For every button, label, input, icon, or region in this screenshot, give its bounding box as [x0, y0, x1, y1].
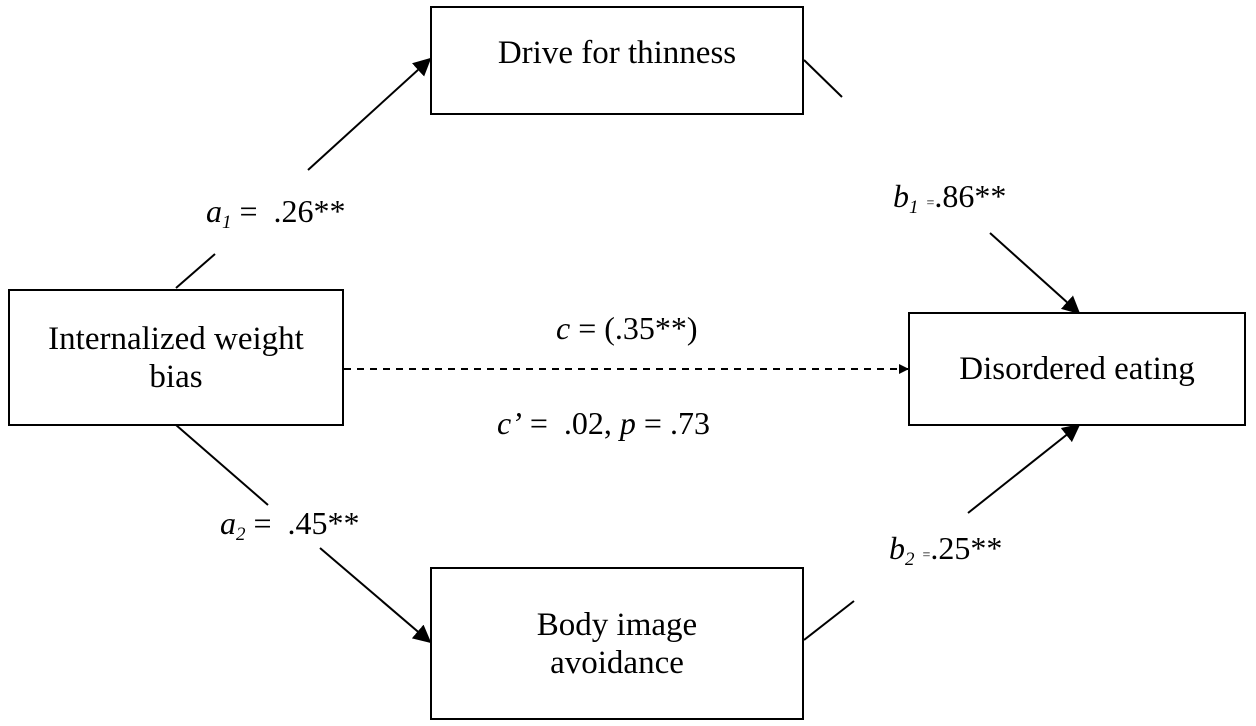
path-c-total-symbol: c [556, 310, 571, 346]
path-c-direct-label: c’ = .02, p = .73 [497, 405, 710, 441]
path-b1-equals: = [926, 196, 935, 211]
path-a2-symbol: a [220, 505, 236, 541]
predictor-label-line1: Internalized weight [48, 320, 304, 357]
mediator-body-image-label-line1: Body image [536, 606, 698, 643]
path-a1-equals: = [239, 193, 258, 229]
path-b2-arrow [967, 423, 1081, 514]
path-a2-label: a2 = .45** [220, 505, 360, 544]
path-b2-equals: = [922, 548, 931, 563]
path-b2-value: .25** [930, 530, 1003, 566]
mediator-drive-for-thinness-label: Drive for thinness [497, 35, 737, 71]
predictor-label-line2: bias [149, 358, 203, 395]
path-b1-value: .86** [934, 178, 1007, 214]
path-a2-value: .45** [287, 505, 360, 541]
path-a1-subscript: 1 [222, 212, 232, 233]
path-b1-symbol: b [893, 178, 909, 214]
path-b2-line-lower [803, 600, 855, 641]
outcome-disordered-eating-box: Disordered eating [908, 312, 1246, 426]
path-b1-subscript: 1 [909, 197, 919, 218]
path-a1-value: .26** [273, 193, 346, 229]
path-c-direct-symbol: c’ [497, 405, 522, 441]
path-b1-label: b1 =.86** [893, 178, 1006, 222]
path-a2-equals: = [253, 505, 272, 541]
path-a2-arrow [319, 547, 432, 644]
outcome-disordered-eating-label: Disordered eating [959, 351, 1195, 387]
path-b2-label: b2 =.25** [889, 530, 1002, 574]
path-a1-arrow [307, 57, 432, 171]
mediator-drive-for-thinness-box: Drive for thinness [430, 6, 804, 115]
path-b1-line-upper [803, 59, 843, 98]
path-c-total-label: c = (.35**) [556, 310, 698, 346]
path-a1-label: a1 = .26** [206, 193, 346, 232]
path-a1-line-lower [175, 253, 216, 289]
path-a2-line-upper [175, 424, 269, 506]
mediator-body-image-label-line2: avoidance [550, 644, 684, 681]
path-b2-symbol: b [889, 530, 905, 566]
path-c-total-value: = (.35**) [570, 310, 698, 346]
path-c-direct-p-symbol: p [619, 405, 636, 441]
path-b1-arrow [989, 232, 1081, 315]
predictor-box: Internalized weight bias [8, 289, 344, 426]
path-a1-symbol: a [206, 193, 222, 229]
path-b2-subscript: 2 [905, 549, 915, 570]
path-c-direct-p-value: = .73 [635, 405, 710, 441]
mediator-body-image-avoidance-box: Body image avoidance [430, 567, 804, 720]
path-c-direct-value: = .02, [521, 405, 620, 441]
path-a2-subscript: 2 [236, 524, 246, 545]
